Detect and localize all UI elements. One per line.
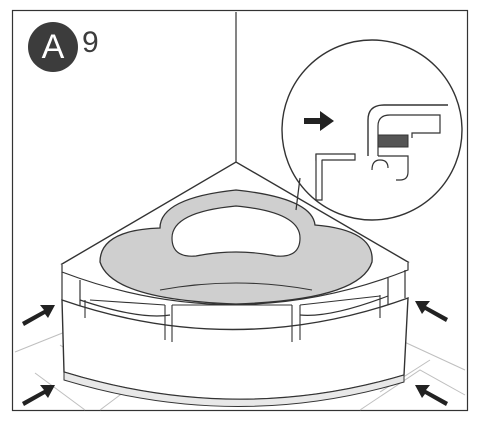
detail-callout-circle	[281, 39, 463, 221]
frame-border	[11, 9, 469, 412]
front-apron-panel	[61, 296, 409, 400]
basin-floor-line	[159, 282, 313, 291]
apron-base	[63, 371, 405, 407]
step-number: 9	[82, 26, 99, 59]
allen-key-icon	[315, 153, 356, 161]
arrow-right-icon	[304, 111, 334, 131]
arrow-right-icon	[22, 305, 55, 326]
tub-seat	[171, 205, 301, 257]
apron-window-frames	[84, 295, 381, 342]
section-letter-badge: A	[28, 22, 78, 72]
support-frame	[61, 270, 406, 317]
detail-content	[304, 104, 448, 201]
arrow-right-icon	[22, 385, 55, 406]
callout-leader	[295, 177, 301, 211]
arrow-left-icon	[415, 385, 448, 406]
arrow-left-icon	[415, 301, 448, 322]
apron-clip	[378, 155, 409, 181]
clip-block	[377, 134, 409, 148]
section-letter: A	[41, 28, 65, 66]
arrows	[22, 301, 448, 406]
